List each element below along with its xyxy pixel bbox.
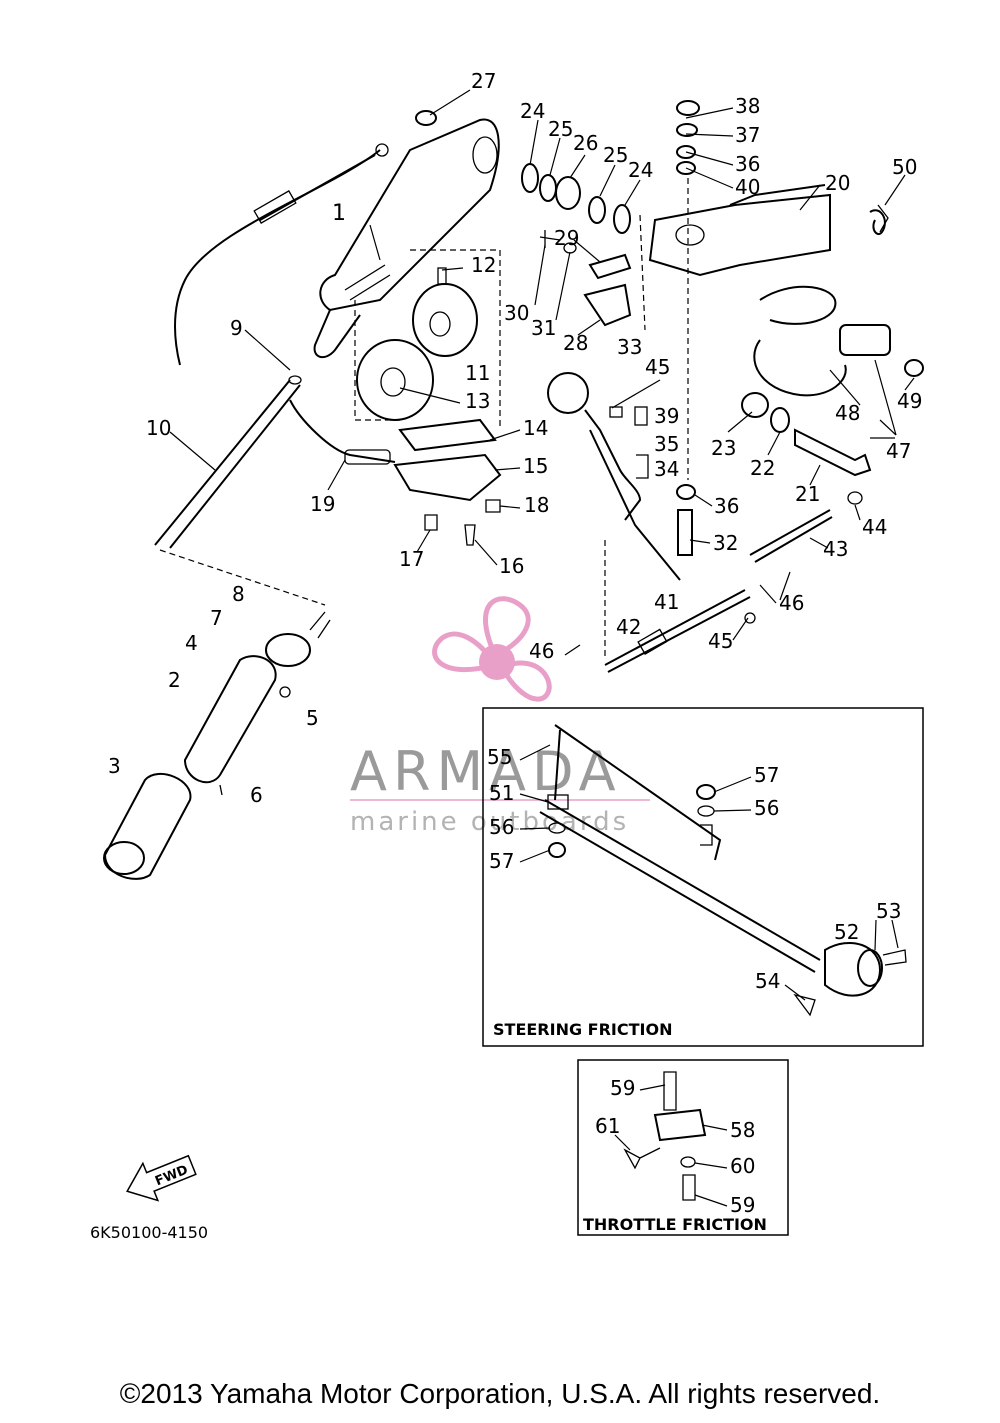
callout-label: 24 — [520, 99, 545, 123]
steering-friction-title: STEERING FRICTION — [493, 1020, 672, 1039]
callout-label: 25 — [548, 117, 573, 141]
parts-line-art — [103, 100, 924, 880]
callout-label: 52 — [834, 920, 859, 944]
callout-label: 60 — [730, 1154, 755, 1178]
callout-label: 7 — [210, 606, 223, 630]
callout-label: 14 — [523, 416, 548, 440]
callout-label: 49 — [897, 389, 922, 413]
fwd-arrow-icon: FWD — [126, 1154, 197, 1202]
callout-label: 43 — [823, 537, 848, 561]
callout-label: 46 — [779, 591, 804, 615]
callout-label: 57 — [489, 849, 514, 873]
callout-label: 28 — [563, 331, 588, 355]
callout-label: 15 — [523, 454, 548, 478]
callout-label: 34 — [654, 457, 679, 481]
callout-label: 3 — [108, 754, 121, 778]
callout-label: 41 — [654, 590, 679, 614]
callout-label: 24 — [628, 158, 653, 182]
callout-label: 23 — [711, 436, 736, 460]
callout-label: 30 — [504, 301, 529, 325]
callout-label: 40 — [735, 175, 760, 199]
steering-friction-box: STEERING FRICTION — [482, 707, 924, 1047]
callout-label: 13 — [465, 389, 490, 413]
callout-label: 32 — [713, 531, 738, 555]
callout-label: 10 — [146, 416, 171, 440]
fwd-label: FWD — [153, 1163, 190, 1190]
callout-label: 42 — [616, 615, 641, 639]
callout-label: 35 — [654, 432, 679, 456]
callout-label: 9 — [230, 316, 243, 340]
throttle-friction-frame — [577, 1059, 789, 1236]
callout-label: 51 — [489, 781, 514, 805]
watermark-name: ARMADA — [350, 740, 622, 803]
diagram-code: 6K50100-4150 — [90, 1223, 208, 1242]
callout-label: 21 — [795, 482, 820, 506]
callout-label: 44 — [862, 515, 887, 539]
callout-label: 53 — [876, 899, 901, 923]
callout-label: 11 — [465, 361, 490, 385]
callout-label: 45 — [708, 629, 733, 653]
callout-label: 16 — [499, 554, 524, 578]
callout-label: 33 — [617, 335, 642, 359]
callout-label: 25 — [603, 143, 628, 167]
callout-label: 47 — [886, 439, 911, 463]
callout-label: 37 — [735, 123, 760, 147]
callout-label: 2 — [168, 668, 181, 692]
callout-label: 58 — [730, 1118, 755, 1142]
callout-label: 27 — [471, 69, 496, 93]
callout-label: 46 — [529, 639, 554, 663]
callout-label: 31 — [531, 316, 556, 340]
callout-label: 45 — [645, 355, 670, 379]
throttle-friction-title: THROTTLE FRICTION — [583, 1215, 767, 1234]
callout-label: 29 — [554, 226, 579, 250]
steering-friction-frame — [482, 707, 924, 1047]
callout-label: 61 — [595, 1114, 620, 1138]
callout-label: 48 — [835, 401, 860, 425]
callout-label: 19 — [310, 492, 335, 516]
callout-label: 17 — [399, 547, 424, 571]
callout-label: 57 — [754, 763, 779, 787]
callout-label: 22 — [750, 456, 775, 480]
leader-lines — [169, 89, 915, 1207]
callout-label: 38 — [735, 94, 760, 118]
propeller-logo — [432, 596, 552, 702]
callout-label: 55 — [487, 745, 512, 769]
watermark-subtitle: marine outboards — [350, 807, 629, 837]
copyright-footer: ©2013 Yamaha Motor Corporation, U.S.A. A… — [119, 1378, 881, 1409]
callout-label: 56 — [489, 815, 514, 839]
callout-label: 59 — [730, 1193, 755, 1217]
callout-labels: 1 2 3 4 5 6 7 8 9 10 11 12 13 14 15 16 1… — [108, 69, 922, 1217]
callout-label: 54 — [755, 969, 780, 993]
callout-label: 1 — [332, 201, 346, 226]
callout-label: 20 — [825, 171, 850, 195]
callout-label: 12 — [471, 253, 496, 277]
callout-label: 5 — [306, 706, 319, 730]
callout-label: 18 — [524, 493, 549, 517]
callout-label: 59 — [610, 1076, 635, 1100]
throttle-friction-box: THROTTLE FRICTION — [577, 1059, 789, 1236]
callout-label: 39 — [654, 404, 679, 428]
callout-label: 4 — [185, 631, 198, 655]
callout-label: 8 — [232, 582, 245, 606]
callout-label: 36 — [735, 152, 760, 176]
callout-label: 36 — [714, 494, 739, 518]
callout-label: 56 — [754, 796, 779, 820]
callout-label: 6 — [250, 783, 263, 807]
callout-label: 26 — [573, 131, 598, 155]
